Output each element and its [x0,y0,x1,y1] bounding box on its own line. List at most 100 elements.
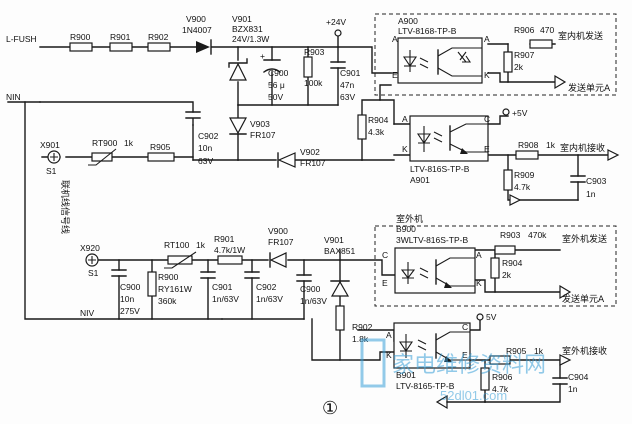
pin-b901-k: K [386,350,392,360]
diode-v900-outdoor [269,252,287,268]
label-c900b-outdoor-value: 1n/63V [300,296,327,306]
resistor-r905 [147,152,175,162]
label-a900-part: LTV-8168-TP-B [398,26,457,36]
label-c901: C901 [340,68,361,78]
send-unit-box-top [374,13,617,96]
label-r904-outdoor-value: 2k [502,270,512,280]
capacitor-c900: + [260,51,281,73]
label-rt900-value: 1k [124,138,134,148]
label-v900-outdoor-part: FR107 [268,237,294,247]
label-r905: R905 [150,142,171,152]
terminal-plus24v [334,29,342,37]
label-c903-value: 1n [586,189,596,199]
resistor-r903 [303,56,313,78]
optocoupler-b900 [394,247,476,294]
capacitor-c901 [330,61,346,69]
label-r900-outdoor-value: 360k [158,296,177,306]
label-v903-part: FR107 [250,130,276,140]
label-b901: B901 [396,370,416,380]
pin-b901-a: A [386,330,392,340]
capacitor-c902-outdoor [244,271,260,279]
label-c900-outdoor: C900 [120,282,141,292]
label-b901-part: LTV-8165-TP-B [396,381,455,391]
capacitor-c900b-outdoor [296,274,312,282]
resistor-r902 [147,42,171,52]
label-v900-part: 1N4007 [182,25,212,35]
diodes [196,39,350,297]
label-c903: C903 [586,176,607,186]
terminal-plus5v [502,108,510,116]
pin-a900-e: E [392,70,398,80]
net-l-fush: L-FUSH [6,34,37,44]
label-r902-outdoor-value: 1.8k [352,334,369,344]
label-indoor-send: 室内机发送 [558,30,603,42]
resistor-r907 [503,51,513,73]
zener-v901 [228,58,248,81]
arrow-ground-a [509,194,522,206]
label-rt100: RT100 [164,240,190,250]
watermark: 家电维修资料网 52dl01.com [360,338,546,403]
diode-v902 [277,152,296,168]
net-5v: 5V [486,312,497,322]
label-r908: R908 [518,140,539,150]
label-c904-outdoor-value: 1n [568,384,578,394]
label-c900-voltage: 50V [268,92,283,102]
capacitor-c902 [185,111,201,126]
label-send-unit-a-top: 发送单元A [568,82,611,94]
label-s1-b: S1 [88,268,99,278]
label-r905-outdoor-value: 1k [534,346,544,356]
label-c900-outdoor-voltage: 275V [120,306,140,316]
diode-v901-outdoor [330,280,350,297]
label-r903-outdoor: R903 [500,230,521,240]
label-r907-value: 2k [514,62,524,72]
outdoor-labels: X920 S1 C900 10n 275V R900 RY161W 360k R… [80,224,589,394]
arrow-send-b [559,284,572,300]
capacitor-c900-outdoor [111,269,127,277]
figure-number: ① [322,398,338,418]
label-indoor-receive: 室内机接收 [560,142,605,154]
resistor-r903-outdoor [494,245,516,255]
arrow-receive-a [607,149,620,161]
label-v903: V903 [250,119,270,129]
pin-a901-a: A [402,114,408,124]
pin-b901-e: E [462,350,468,360]
wires [7,35,609,403]
label-c900-value: 56 μ [268,80,285,90]
pin-b900-c: C [382,250,388,260]
label-c900-outdoor-value: 10n [120,294,134,304]
pin-a900-k: K [484,70,490,80]
capacitor-c901-outdoor [200,271,216,279]
resistor-r904 [357,114,367,140]
label-b900: B900 [396,224,416,234]
optocoupler-a901 [409,115,489,162]
label-outdoor-send: 室外机发送 [562,233,607,245]
label-b900-part: 3WLTV-816S-TP-B [396,235,468,245]
label-r906-outdoor: R906 [492,372,513,382]
resistor-r906-outdoor [480,367,490,391]
label-r907: R907 [514,50,535,60]
cn-labels: 室内机发送 发送单元A 室内机接收 室外机 室外机发送 发送单元A 室外机接收 … [59,30,611,418]
pin-b900-k: K [476,278,482,288]
label-r902: R902 [148,32,169,42]
send-unit-box-bottom [374,225,617,307]
label-v901-outdoor: V901 [324,235,344,245]
label-v901-outdoor-part: BAX851 [324,246,355,256]
pin-a900-a: A [392,34,398,44]
label-c902-outdoor: C902 [256,282,277,292]
label-outdoor-receive: 室外机接收 [562,345,607,357]
label-v901-rating: 24V/1.3W [232,34,269,44]
label-c901-voltage: 63V [340,92,355,102]
label-r903-outdoor-value: 470k [528,230,547,240]
pin-a901-k: K [402,144,408,154]
label-rt900: RT900 [92,138,118,148]
label-r900: R900 [70,32,91,42]
label-c900b-outdoor: C900 [300,284,321,294]
label-c901-outdoor: C901 [212,282,233,292]
label-v902: V902 [300,147,320,157]
resistor-r909 [503,169,513,191]
resistor-r905-outdoor [489,355,511,365]
resistor-r908 [515,150,539,160]
pin-b901-c: C [462,322,468,332]
label-r909: R909 [514,170,535,180]
label-r906-outdoor-value: 4.7k [492,384,509,394]
